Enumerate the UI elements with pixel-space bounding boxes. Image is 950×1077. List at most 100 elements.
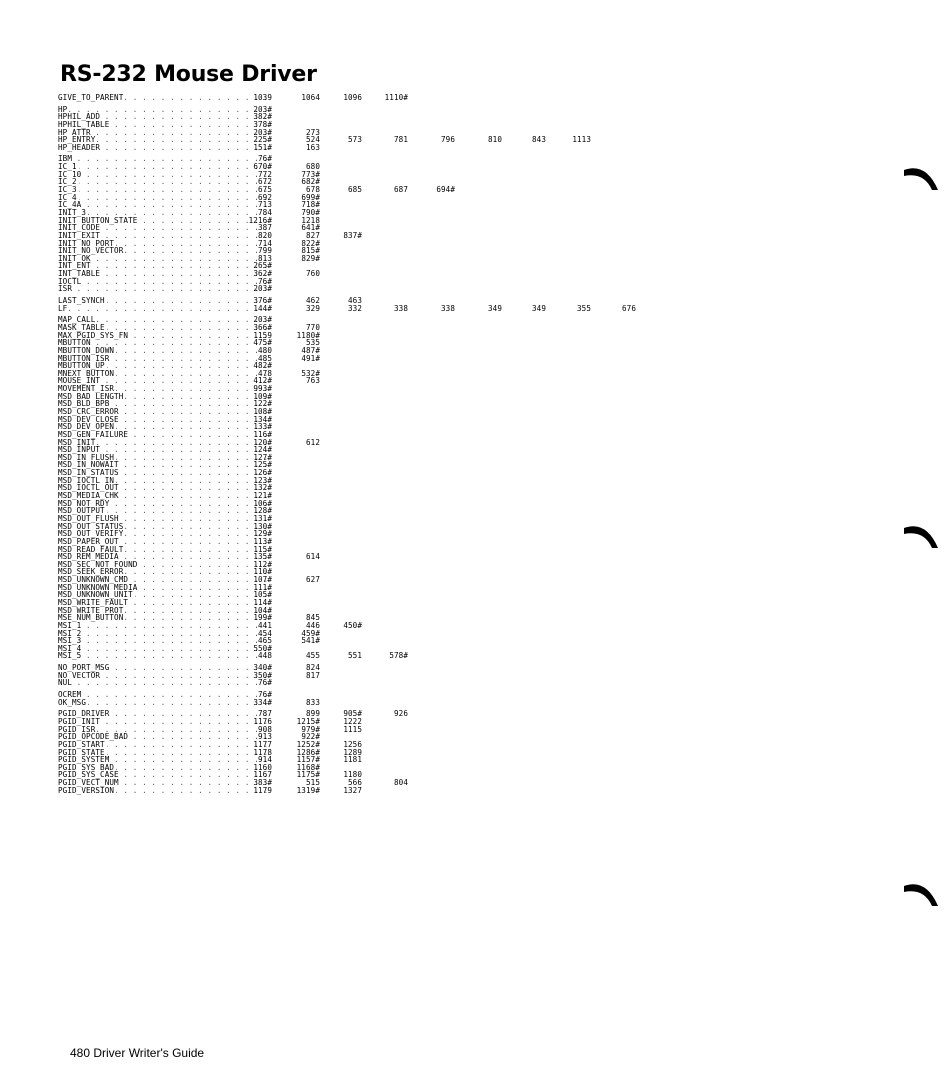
symbol-name: HPHIL_ADD xyxy=(58,112,103,122)
symbol-name: PGID_SYS_CASE xyxy=(58,770,121,780)
line-reference: 550# xyxy=(253,643,272,653)
line-reference: 127# xyxy=(253,452,272,462)
line-reference: 612 xyxy=(305,437,320,447)
line-reference: 199# xyxy=(253,613,272,623)
line-reference: 714 xyxy=(257,238,272,248)
symbol-name: INIT_NO_VECTOR xyxy=(58,246,126,256)
symbol-name: MSD_IN_STATUS xyxy=(58,468,121,478)
symbol-name: MSI_1 xyxy=(58,620,84,630)
symbol-name: MSD_WRITE_PROT xyxy=(58,605,126,615)
line-reference: 130# xyxy=(253,521,272,531)
symbol-name: INIT_CODE xyxy=(58,223,103,233)
line-reference: 1256 xyxy=(343,739,362,749)
page-tab-mark xyxy=(904,168,938,190)
symbol-name: MOUSE_INT xyxy=(58,376,103,386)
symbol-group: LAST_SYNCH376#462463LF144#32933233833834… xyxy=(58,297,878,313)
line-reference: 366# xyxy=(253,322,272,332)
line-reference: 350# xyxy=(253,670,272,680)
leader-dots xyxy=(58,305,268,313)
symbol-name: MBUTTON_UP xyxy=(58,361,107,371)
line-reference: 462 xyxy=(305,296,320,306)
line-reference: 829# xyxy=(301,253,320,263)
line-reference: 135# xyxy=(253,552,272,562)
symbol-name: MSD_INIT xyxy=(58,437,98,447)
symbol-name: MSD_WRITE_FAULT xyxy=(58,598,131,607)
symbol-name: INT_ENT xyxy=(58,261,93,271)
line-reference: 454 xyxy=(257,628,272,638)
line-reference: 687 xyxy=(393,185,408,195)
line-reference: 378# xyxy=(253,119,272,129)
symbol-name: PGID_SYS_BAD xyxy=(58,762,117,772)
line-reference: 796 xyxy=(440,135,455,145)
line-reference: 446 xyxy=(305,620,320,630)
symbol-name: MSD_DEV_CLOSE xyxy=(58,414,121,424)
symbol-name: MSD_BLD_BPB xyxy=(58,399,112,409)
line-reference: 682# xyxy=(301,177,320,187)
line-reference: 979# xyxy=(301,724,320,734)
symbol-name: MSI_2 xyxy=(58,628,84,638)
line-reference: 349 xyxy=(531,303,546,313)
line-reference: 412# xyxy=(253,376,272,386)
symbol-name: GIVE_TO_PARENT xyxy=(58,93,126,102)
line-reference: 799 xyxy=(257,246,272,256)
line-reference: 670# xyxy=(253,162,272,172)
leader-dots xyxy=(58,691,268,699)
symbol-name: NO_VECTOR xyxy=(58,670,103,680)
symbol-name: PGID_STATE xyxy=(58,747,107,757)
leader-dots xyxy=(58,652,268,660)
symbol-name: MSD_CRC_ERROR xyxy=(58,406,121,416)
symbol-group: HP203#HPHIL_ADD382#HPHIL_TABLE378#HP_ATT… xyxy=(58,105,878,152)
symbol-name: ISR xyxy=(58,284,75,294)
line-reference: 822# xyxy=(301,238,320,248)
symbol-name: HP_ATTR xyxy=(58,127,93,137)
line-reference: 675 xyxy=(257,185,272,195)
line-reference: 993# xyxy=(253,384,272,394)
symbol-name: MBUTTON_ISR xyxy=(58,353,112,363)
line-reference: 926 xyxy=(393,709,408,719)
line-reference: 349 xyxy=(487,303,502,313)
line-reference: 1319# xyxy=(296,785,320,795)
line-reference: 685 xyxy=(347,185,362,195)
line-reference: 914 xyxy=(257,755,272,765)
symbol-name: IC_2 xyxy=(58,177,79,187)
line-reference: 535 xyxy=(305,338,320,348)
symbol-name: MBUTTON_DOWN xyxy=(58,345,117,355)
line-reference: 120# xyxy=(253,437,272,447)
line-reference: 1175# xyxy=(296,770,320,780)
line-reference: 329 xyxy=(305,303,320,313)
line-reference: 121# xyxy=(253,491,272,501)
line-reference: 676 xyxy=(621,303,636,313)
line-reference: 905# xyxy=(343,709,362,719)
symbol-name: INIT_EXIT xyxy=(58,230,103,240)
line-reference: 1115 xyxy=(343,724,362,734)
line-reference: 450# xyxy=(343,620,362,630)
line-reference: 899 xyxy=(305,709,320,719)
symbol-name: MSD_DEV_OPEN xyxy=(58,422,117,432)
symbol-name: MSD_IOCTL_OUT xyxy=(58,483,121,493)
page-footer: 480 Driver Writer's Guide xyxy=(70,1046,205,1060)
symbol-name: MAX_PGID_SYS_FN xyxy=(58,330,131,340)
line-reference: 487# xyxy=(301,345,320,355)
